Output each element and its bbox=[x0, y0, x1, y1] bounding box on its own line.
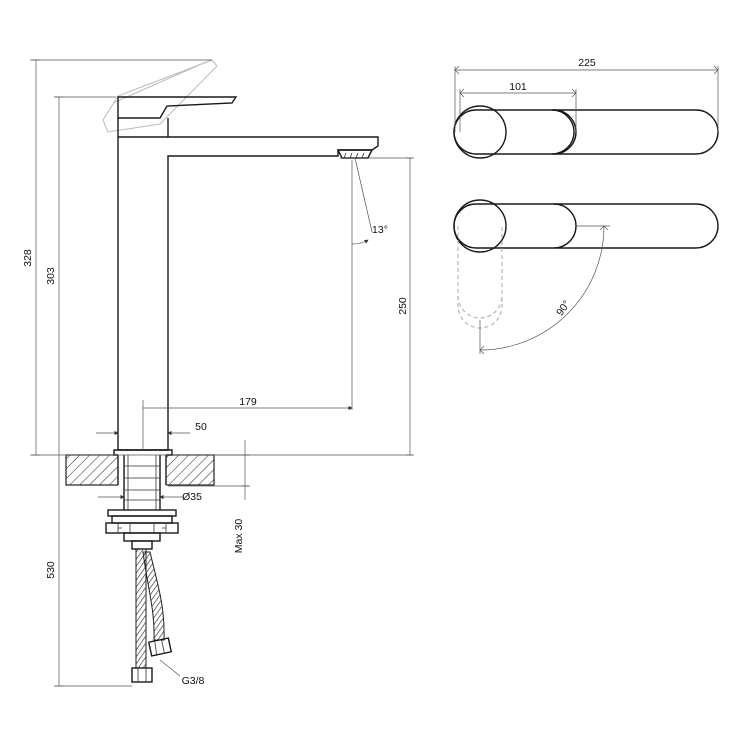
dim-label-rotation: 90° bbox=[554, 298, 573, 318]
dim-label-spout-reach: 179 bbox=[239, 396, 257, 408]
dim-label-spout-height: 303 bbox=[45, 267, 57, 285]
rotation-view-base-circle bbox=[453, 199, 507, 253]
aerator bbox=[336, 149, 374, 159]
dim-label-overall-height: 328 bbox=[22, 249, 34, 267]
dim-label-hose-length: 530 bbox=[45, 561, 57, 579]
lever-handle bbox=[117, 96, 238, 119]
dim-label-thread: G3/8 bbox=[182, 675, 205, 687]
dim-label-outlet-height: 250 bbox=[397, 297, 409, 315]
rotation-arc bbox=[479, 225, 605, 351]
mounting-plate bbox=[107, 509, 177, 517]
dim-label-base-diameter: 50 bbox=[195, 421, 207, 433]
braided-hose-straight bbox=[135, 548, 147, 669]
braided-hose-bent bbox=[142, 551, 165, 641]
lever-ghost-outline bbox=[102, 59, 218, 133]
dim-label-plan-length: 225 bbox=[578, 57, 596, 69]
mounting-stud bbox=[123, 455, 161, 510]
hose-fitting-1 bbox=[131, 667, 153, 683]
rotated-lever-ghost bbox=[457, 226, 503, 329]
rotation-view-lever bbox=[453, 203, 719, 249]
hose-fitting-2 bbox=[147, 637, 173, 657]
dim-label-hole-diameter: Ø35 bbox=[182, 491, 202, 503]
dim-label-plan-handle: 101 bbox=[509, 81, 527, 93]
dim-label-max-counter: Max 30 bbox=[233, 519, 245, 554]
mounting-nut bbox=[105, 522, 179, 534]
top-view-base-circle bbox=[453, 105, 507, 159]
top-view-lever bbox=[453, 109, 719, 155]
dim-label-spray-angle: 13° bbox=[372, 224, 388, 236]
